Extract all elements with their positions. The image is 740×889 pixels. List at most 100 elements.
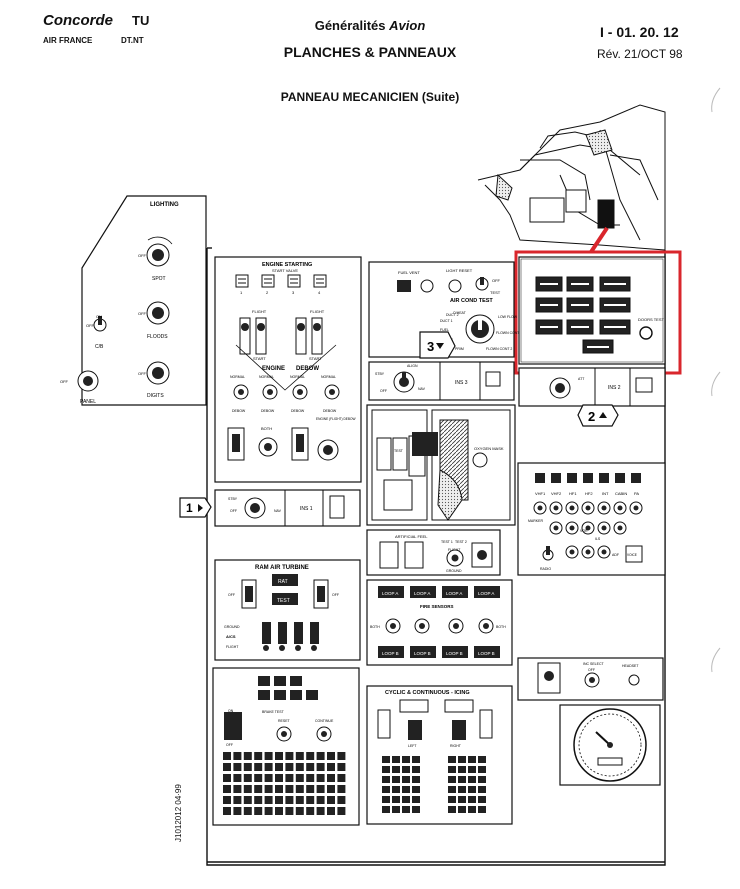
engine-num-4: 4 xyxy=(318,290,321,295)
gauge-panel xyxy=(559,704,661,786)
air-cond-switch[interactable] xyxy=(475,277,489,291)
brake-indicator-grid xyxy=(223,752,346,815)
indicator-cell xyxy=(412,766,420,773)
audio-label-0: VHF1 xyxy=(535,491,546,496)
indicator-cell xyxy=(295,807,304,815)
both-label: BOTH xyxy=(261,426,272,431)
arcs-switches[interactable] xyxy=(262,622,319,651)
indicator-cell xyxy=(233,785,242,793)
radio-switch[interactable] xyxy=(542,546,554,561)
audio-label-4: INT xyxy=(602,491,609,496)
icing-switches[interactable] xyxy=(408,720,466,740)
floods-off: OFF xyxy=(138,311,147,316)
fire-sensors-panel: LOOP A LOOP A LOOP A LOOP A FIRE SENSORS… xyxy=(366,579,513,666)
indicator-cell xyxy=(316,774,325,782)
floods-knob[interactable] xyxy=(146,301,170,325)
indicator-cell xyxy=(412,806,420,813)
indicator-cell xyxy=(478,766,486,773)
air-cond-selector[interactable] xyxy=(465,314,495,344)
indicator-cell xyxy=(337,785,346,793)
brake-continue-knob[interactable] xyxy=(316,726,332,742)
indicator-cell xyxy=(223,774,231,782)
oxygen-test-button[interactable] xyxy=(472,452,488,468)
artificial-feel-selector[interactable] xyxy=(446,549,464,567)
ins3-align: ALIGN xyxy=(407,364,418,368)
indicator-cell xyxy=(412,776,420,783)
indicator-cell xyxy=(402,756,410,763)
normal-1: NORMAL xyxy=(230,375,245,379)
ins2-mode-knob[interactable] xyxy=(549,377,571,399)
fuel-vent-button[interactable] xyxy=(420,279,434,293)
rat-off-right: OFF xyxy=(332,593,339,597)
air-cond-test-panel: FUEL VENT LIGHT RESET OFF TEST AIR COND … xyxy=(368,261,520,358)
debow-1: DEBOW xyxy=(232,409,246,413)
loop-a-buttons[interactable] xyxy=(378,586,500,598)
voice-button[interactable] xyxy=(625,545,643,563)
indicator-cell xyxy=(316,785,325,793)
brake-reset-knob[interactable] xyxy=(276,726,292,742)
flight-label-right: FLIGHT xyxy=(310,309,325,314)
indicator-cell xyxy=(327,796,335,804)
ground-label: GROUND xyxy=(446,569,462,573)
debow-switches[interactable] xyxy=(233,384,340,400)
audio-label-1: VHF2 xyxy=(551,491,562,496)
ins3-mode-knob[interactable] xyxy=(393,371,415,393)
engine-label: ENGINE xyxy=(262,366,285,372)
indicator-cell xyxy=(478,756,486,763)
ins1-mode-knob[interactable] xyxy=(244,497,266,519)
indicator-cell xyxy=(402,786,410,793)
indicator-cell xyxy=(243,763,252,771)
both-knob[interactable] xyxy=(258,437,278,457)
artificial-feel-panel: ARTIFICIAL FEEL TEST 1 TEST 2 FLIGHT GRO… xyxy=(366,529,501,576)
page-subtitle: PANNEAU MECANICIEN (Suite) xyxy=(280,90,460,104)
test-2-label: TEST 2 xyxy=(455,540,467,544)
ins3-panel: STBY NAV OFF ALIGN INS 3 xyxy=(368,361,515,401)
highlight-connector xyxy=(589,226,609,254)
oxygen-title: OXYGEN MASK xyxy=(474,446,504,451)
start-switches[interactable] xyxy=(239,317,323,355)
start-label-right: START xyxy=(309,356,322,361)
loop-b-buttons[interactable] xyxy=(378,646,500,658)
indicator-cell xyxy=(412,786,420,793)
indicator-cell xyxy=(243,774,252,782)
digits-knob[interactable] xyxy=(146,361,170,385)
fire-sensor-selectors[interactable] xyxy=(385,618,494,634)
rat-flight: FLIGHT xyxy=(226,645,239,649)
indicator-cell xyxy=(402,806,410,813)
panel-knob[interactable] xyxy=(77,370,99,392)
rat-label: RAT xyxy=(278,579,288,585)
indicator-cell xyxy=(254,763,263,771)
indicator-cell xyxy=(468,806,476,813)
indicator-cell xyxy=(264,752,273,760)
indicator-cell xyxy=(295,752,304,760)
indicator-cell xyxy=(285,785,294,793)
cb-off: OFF xyxy=(86,323,95,328)
indicator-cell xyxy=(392,766,400,773)
rat-ground: GROUND xyxy=(224,625,240,629)
normal-4: NORMAL xyxy=(321,375,336,379)
indicator-cell xyxy=(327,785,335,793)
spot-knob[interactable] xyxy=(146,236,173,267)
cb-switch[interactable] xyxy=(93,316,107,332)
light-reset-button[interactable] xyxy=(448,279,462,293)
engine-selector-knob[interactable] xyxy=(317,439,339,461)
doors-test-button[interactable] xyxy=(639,326,653,340)
lighting-panel: LIGHTING OFF SPOT OFF FLOODS OFF DIGITS … xyxy=(60,195,207,406)
rat-guarded-switches[interactable] xyxy=(241,579,329,609)
rat-test-button[interactable] xyxy=(272,593,298,605)
brake-guarded-switch[interactable] xyxy=(224,712,242,740)
ils-label: ILS xyxy=(595,537,601,541)
indicator-cell xyxy=(327,763,335,771)
indicator-cell xyxy=(382,766,390,773)
headset-jack[interactable] xyxy=(628,674,640,686)
indicator-cell xyxy=(382,796,390,803)
indicator-cell xyxy=(264,807,273,815)
indicator-cell xyxy=(316,763,325,771)
loop-b-2: LOOP B xyxy=(446,651,463,656)
indicator-cell xyxy=(275,774,283,782)
inc-select-knob[interactable] xyxy=(584,672,600,688)
vor-label: VOR xyxy=(580,529,588,533)
indicator-cell xyxy=(275,763,283,771)
guarded-switches[interactable] xyxy=(227,427,309,461)
icing-left: LEFT xyxy=(408,744,417,748)
